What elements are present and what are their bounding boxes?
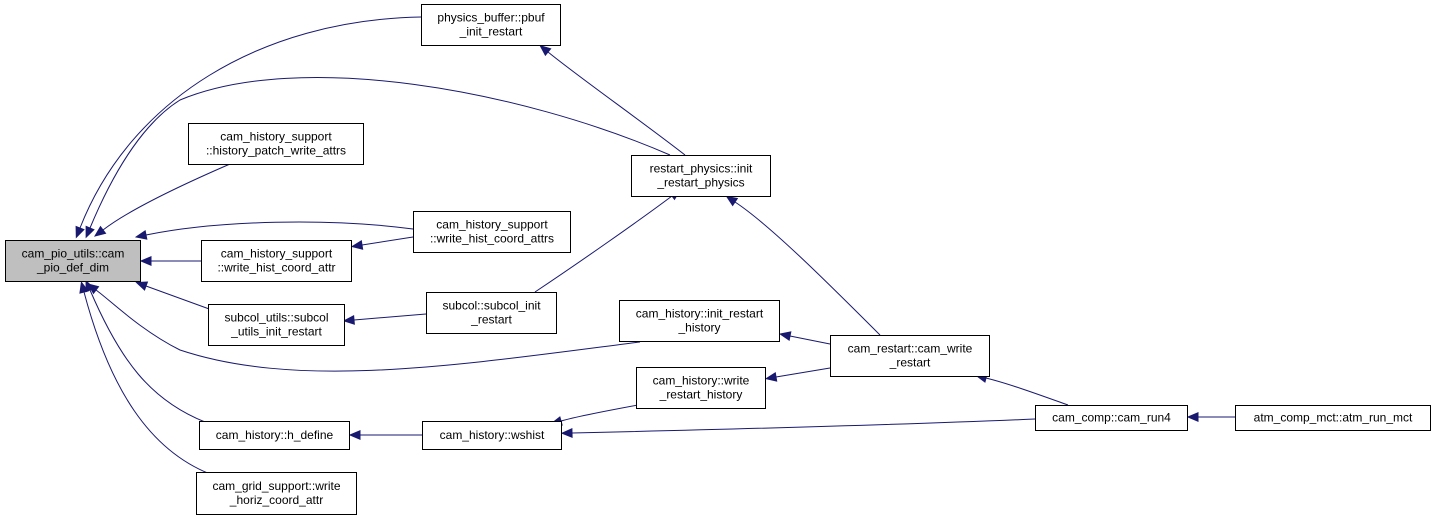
call-edge-n8-n0 [95,289,641,372]
node-label-line: subcol::subcol_init [442,299,541,313]
graph-node-n1[interactable]: physics_buffer::pbuf_init_restart [421,4,561,46]
arrowhead-n1-n0 [75,225,85,239]
arrowhead-n9-n3 [725,195,739,207]
graph-node-n15[interactable]: cam_grid_support::write_horiz_coord_attr [196,472,357,515]
call-edge-n7-n0 [145,285,213,311]
node-label-line: cam_history::h_define [216,428,334,442]
call-edge-n3-n0 [89,77,671,229]
arrowhead-n4-n5 [350,240,364,250]
call-edge-n9-n8 [789,335,831,345]
graph-node-n9[interactable]: cam_restart::cam_write_restart [830,335,990,377]
node-box [196,472,357,515]
node-label-line: _restart_physics [656,176,744,190]
node-label-line: cam_grid_support::write [212,479,340,493]
call-edge-n6-n3 [534,195,673,293]
call-edge-n11-n0 [89,289,206,423]
node-box [426,292,557,334]
node-label-line: cam_pio_utils::cam [22,247,125,261]
graph-node-n5[interactable]: cam_history_support::write_hist_coord_at… [201,240,352,282]
node-label-line: _utils_init_restart [230,325,322,339]
node-label-line: cam_history_support [221,247,333,261]
node-label-line: atm_comp_mct::atm_run_mct [1254,411,1413,425]
arrowhead-n14-n13 [1186,412,1199,422]
call-edge-n9-n3 [734,201,881,336]
graph-node-n10[interactable]: cam_history::write_restart_history [636,367,766,409]
node-box [199,421,350,450]
node-box [619,300,780,342]
node-label-line: cam_restart::cam_write [848,342,973,356]
node-box [413,211,571,253]
node-label-line: cam_history::init_restart [636,307,764,321]
node-box [421,4,561,46]
call-edge-n9-n10 [775,367,831,378]
node-label-line: cam_history_support [220,130,332,144]
node-box [422,421,562,450]
arrowhead-n3-n0 [85,225,95,239]
node-box [201,240,352,282]
call-edges [75,16,1235,475]
graph-node-n11[interactable]: cam_history::h_define [199,421,350,450]
call-edge-n10-n12 [560,404,639,422]
graph-node-n4[interactable]: cam_history_support::write_hist_coord_at… [413,211,571,253]
node-box [208,304,345,346]
node-label-line: cam_history_support [436,218,548,232]
call-edge-n2-n0 [102,163,231,231]
call-edge-n1-n0 [79,16,422,229]
node-label-line: _restart_history [659,388,743,402]
arrowhead-n11-n0 [85,279,95,293]
call-edge-n13-n9 [985,377,1069,406]
node-label-line: _restart [470,313,512,327]
call-nodes: cam_pio_utils::cam_pio_def_dim physics_bu… [5,4,1431,515]
node-label-line: _horiz_coord_attr [229,493,323,507]
node-label-line: ::write_hist_coord_attrs [430,232,554,246]
call-edge-n3-n1 [547,51,686,156]
node-label-line: cam_history::wshist [440,428,545,442]
call-edge-n4-n5 [361,236,414,246]
node-box [1035,405,1188,431]
node-label-line: _pio_def_dim [36,261,109,275]
graph-node-n8[interactable]: cam_history::init_restart_history [619,300,780,342]
arrowhead-n13-n12 [560,428,573,438]
call-edge-n13-n12 [571,418,1036,434]
arrowhead-n9-n8 [778,331,792,341]
node-label-line: _init_restart [459,25,523,39]
arrowhead-n6-n7 [342,315,355,325]
node-label-line: subcol_utils::subcol [224,311,328,325]
graph-node-n0[interactable]: cam_pio_utils::cam_pio_def_dim [5,240,141,282]
graph-node-n14[interactable]: atm_comp_mct::atm_run_mct [1235,405,1431,431]
node-label-line: ::history_patch_write_attrs [206,144,346,158]
call-edge-n4-n0 [145,221,414,236]
graph-node-n6[interactable]: subcol::subcol_init_restart [426,292,557,334]
node-label-line: ::write_hist_coord_attr [217,261,335,275]
graph-node-n12[interactable]: cam_history::wshist [422,421,562,450]
node-box [1235,405,1431,431]
node-label-line: restart_physics::init [650,162,753,176]
node-label-line: cam_history::write [653,374,750,388]
node-label-line: _history [677,321,720,335]
node-label-line: physics_buffer::pbuf [437,11,545,25]
node-box [5,240,141,282]
arrowhead-n3-n1 [539,44,552,57]
arrowhead-n15-n0 [79,281,89,294]
graph-node-n13[interactable]: cam_comp::cam_run4 [1035,405,1188,431]
graph-node-n3[interactable]: restart_physics::init_restart_physics [631,155,771,197]
arrowhead-n12-n11 [348,430,361,440]
node-label-line: _restart [889,356,931,370]
call-edge-n6-n7 [353,313,427,321]
graph-node-n7[interactable]: subcol_utils::subcol_utils_init_restart [208,304,345,346]
call-edge-n15-n0 [83,291,211,475]
arrowhead-n9-n10 [764,372,778,382]
node-label-line: cam_comp::cam_run4 [1052,411,1171,425]
node-box [188,123,364,165]
node-box [631,155,771,197]
arrowhead-n4-n0 [134,230,148,240]
arrowhead-n7-n0 [135,281,149,291]
node-box [830,335,990,377]
graph-node-n2[interactable]: cam_history_support::history_patch_write… [188,123,364,165]
node-box [636,367,766,409]
arrowhead-n5-n0 [139,256,152,266]
arrowhead-n2-n0 [93,225,107,237]
